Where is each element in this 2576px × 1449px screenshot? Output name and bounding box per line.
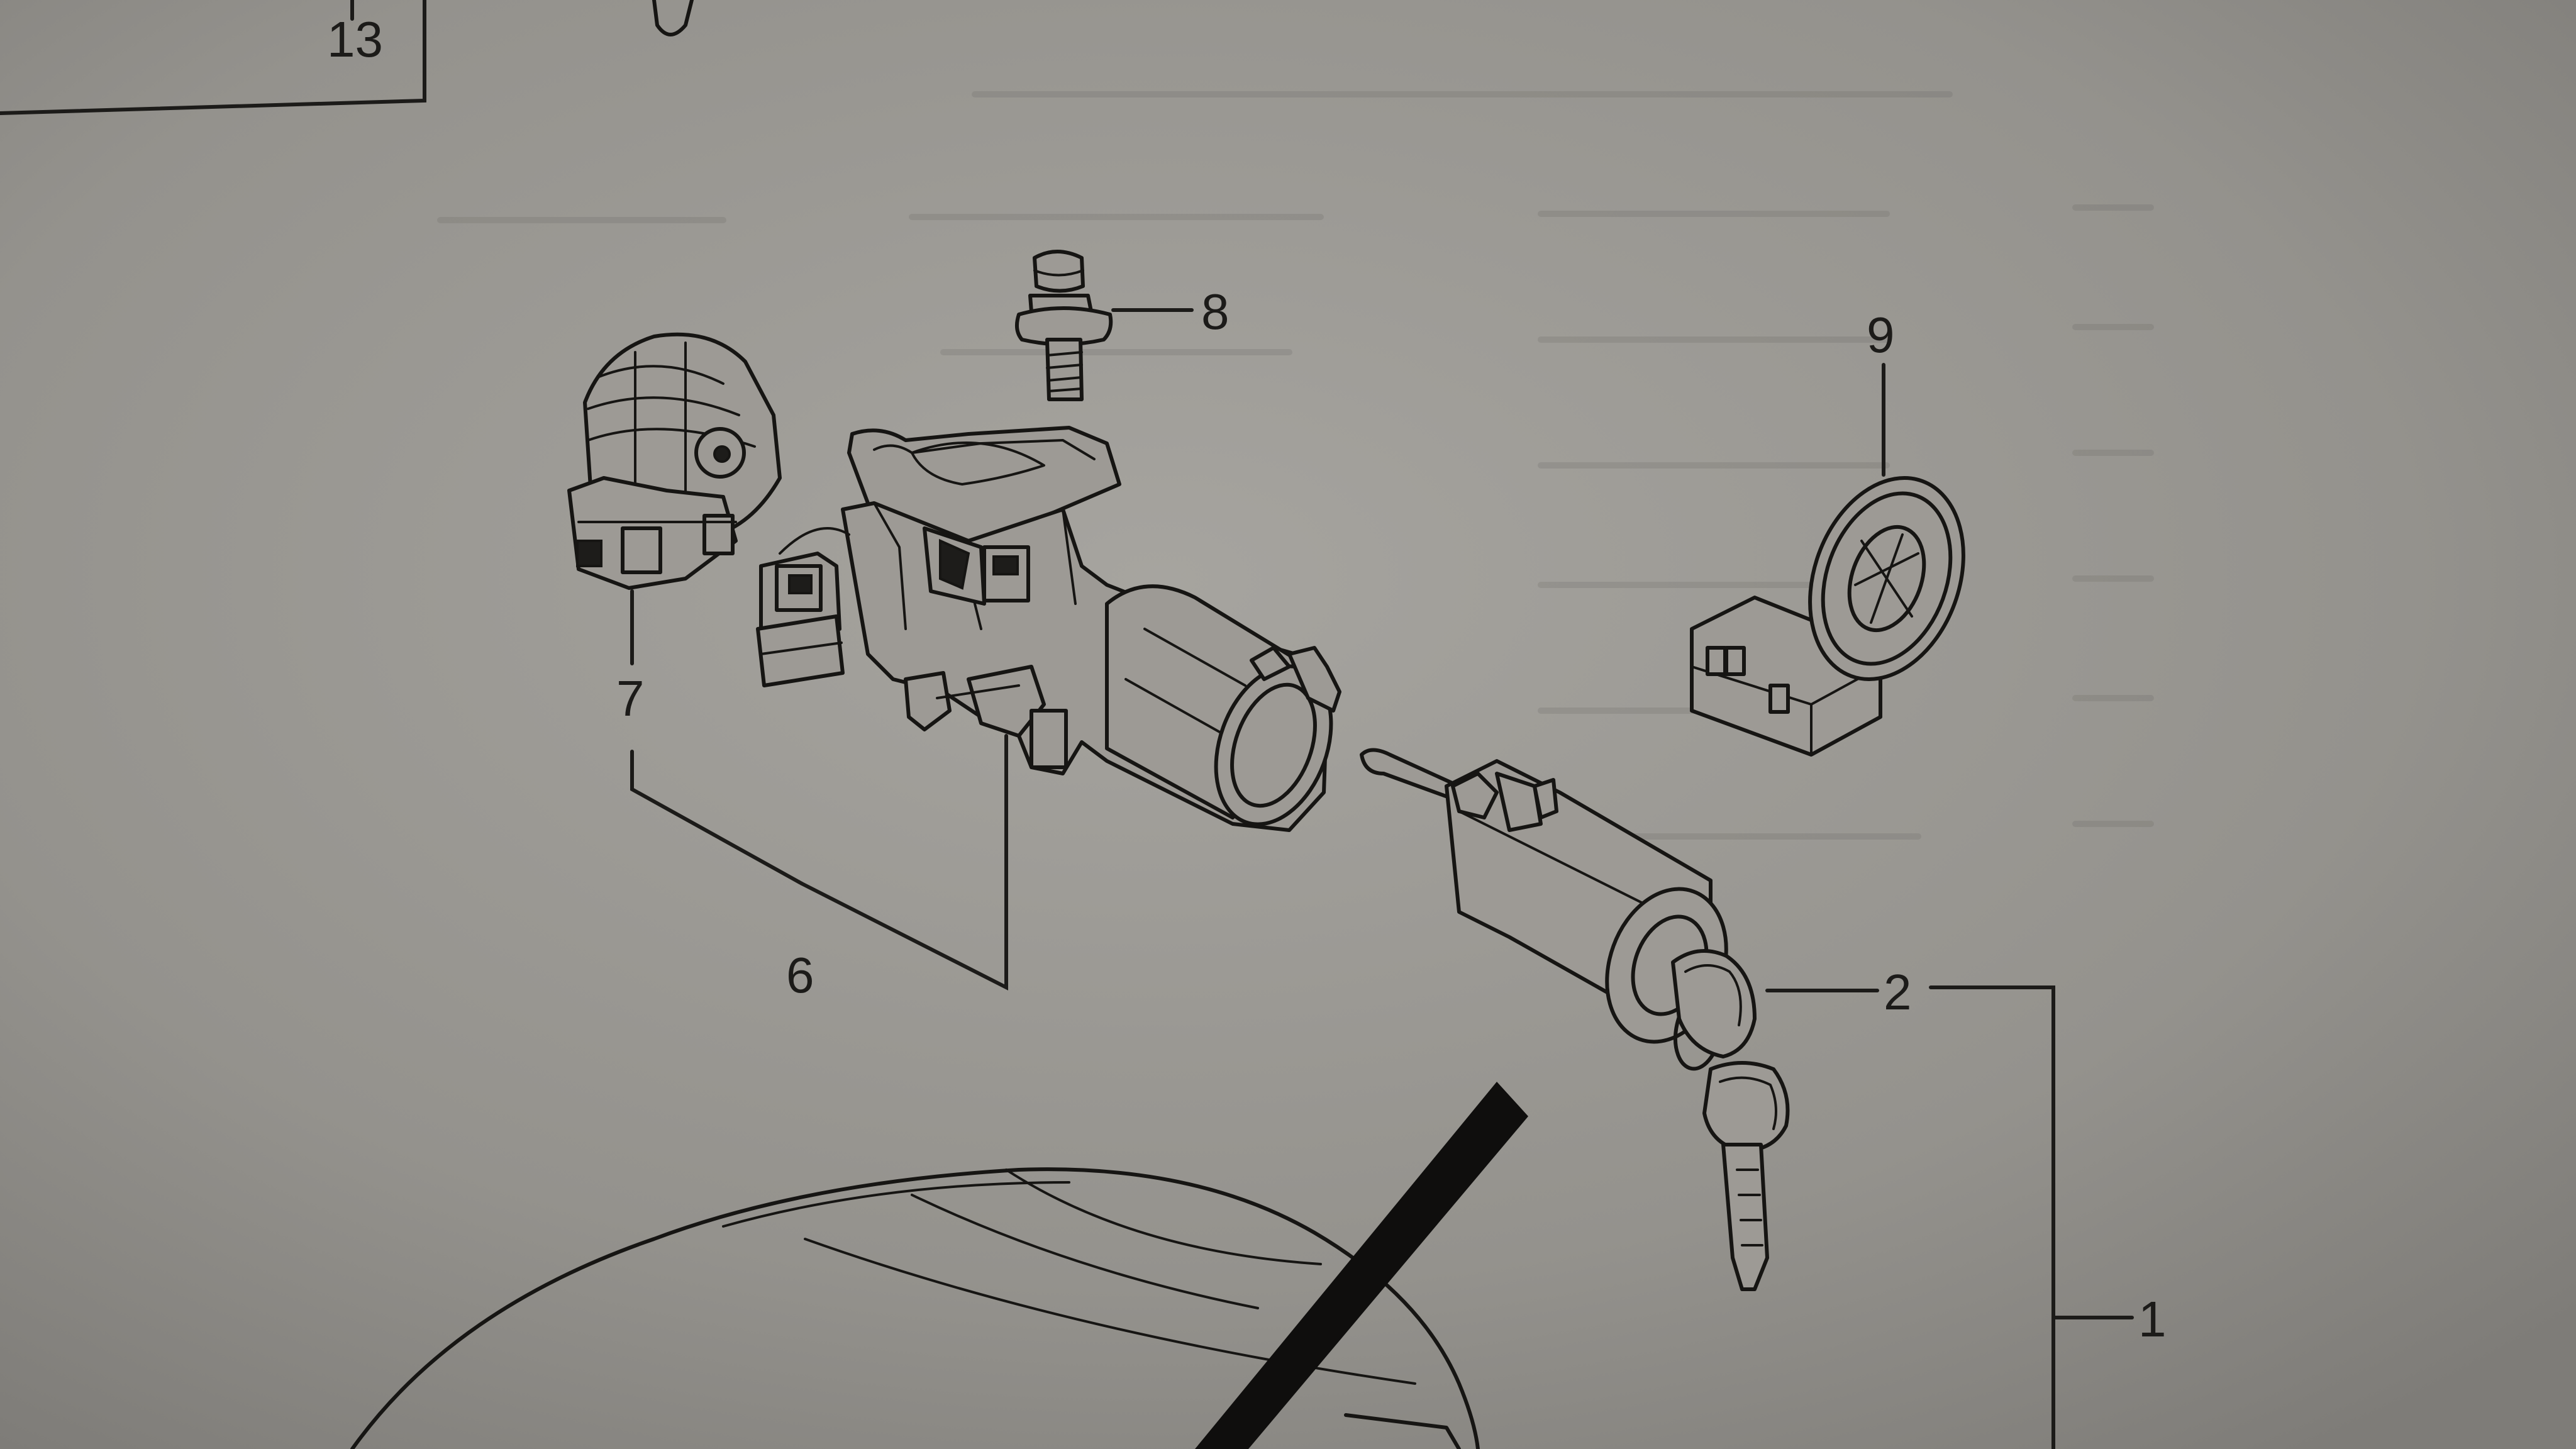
leader-6-left [630, 750, 804, 886]
callout-2: 2 [1884, 964, 1912, 1020]
callout-6: 6 [786, 947, 814, 1003]
bolt-part-8 [1014, 250, 1113, 401]
leader-6-right [800, 734, 1008, 991]
coil-part-9 [1690, 476, 1965, 757]
callout-1: 1 [2138, 1291, 2167, 1347]
key-cylinder-part-2 [1360, 748, 1790, 1291]
inset-frame-13: 13 [0, 0, 694, 115]
callout-8: 8 [1201, 284, 1230, 340]
switch-part-7 [567, 332, 782, 590]
callout-9: 9 [1867, 307, 1895, 363]
callout-13: 13 [327, 11, 383, 67]
bracket-1 [1929, 985, 2055, 1449]
pointer-arrow [1195, 1082, 1528, 1449]
lock-housing-part-6 [756, 426, 1341, 832]
callout-7: 7 [616, 670, 645, 726]
